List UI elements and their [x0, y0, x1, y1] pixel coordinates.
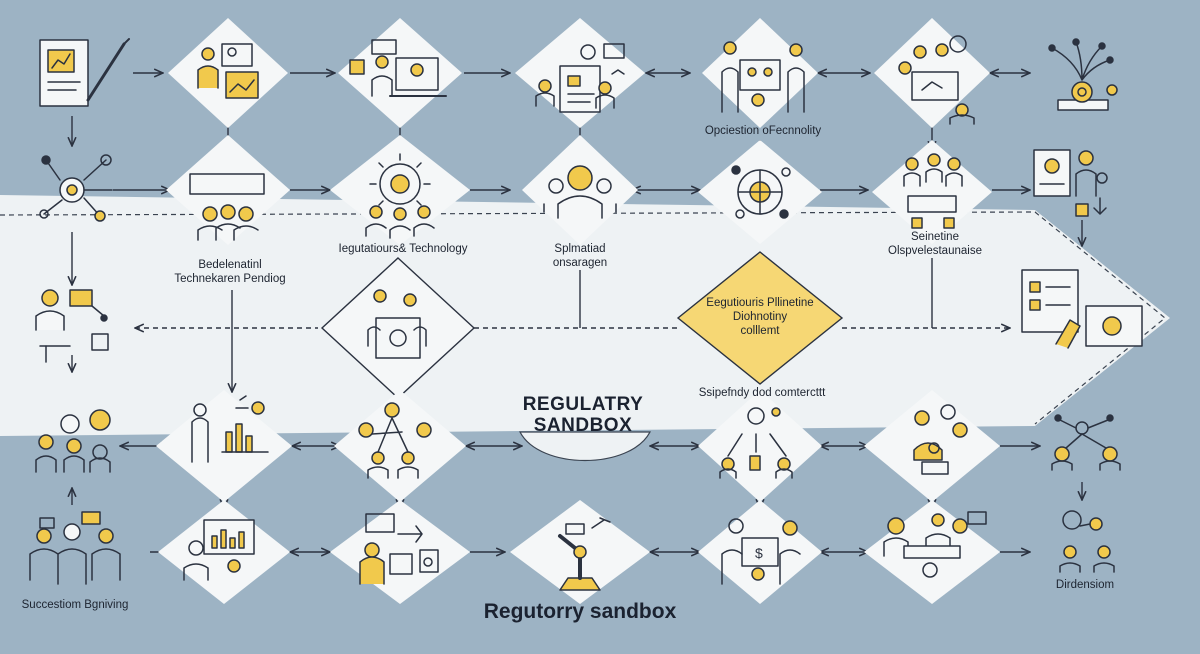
center-title-line-1: REGULATRY — [522, 394, 644, 415]
manager-team-icon — [35, 289, 109, 363]
top-right-caption: Opciestion oFecnnolity — [704, 125, 822, 137]
content-caption: Ssipefndy dod comtercttt — [698, 387, 826, 399]
document-chart-icon — [535, 43, 625, 113]
team-desk-icon — [898, 35, 975, 125]
team-board-icon — [189, 173, 265, 241]
document-screen-icon — [1021, 269, 1143, 349]
highlight-line-2: Diohnotiny — [732, 311, 788, 323]
seinetine-label: Seinetine Olspvelestaunaise — [860, 230, 1010, 258]
profile-document-icon — [1033, 149, 1108, 217]
analytics-screen-icon — [183, 519, 255, 581]
bottom-title: Regutorry sandbox — [483, 600, 677, 623]
meeting-desk-icon — [913, 404, 968, 475]
seinetine-line-2: Olspvelestaunaise — [888, 245, 982, 257]
money-screen-icon: $ — [721, 518, 801, 585]
split-onsargen-line-1: Splmatiad — [554, 243, 606, 255]
svg-text:$: $ — [755, 545, 763, 561]
tile-r4-c2 — [156, 390, 292, 502]
tile-r5-c3 — [330, 500, 470, 604]
bedelenatinl-line-1: Bedelenatinl — [198, 259, 262, 271]
bedelenatinl-label: Bedelenatinl Technekaren Pendiog — [150, 258, 310, 286]
highlight-line-3: colllemt — [740, 325, 780, 337]
seinetine-line-1: Seinetine — [911, 231, 959, 243]
split-onsargen-line-2: onsaragen — [552, 257, 608, 269]
team-meeting-icon — [721, 41, 805, 113]
connection-people-icon — [1059, 510, 1115, 573]
lamp-network-icon — [1048, 38, 1118, 111]
people-tree-icon — [719, 407, 793, 479]
gear-team-icon — [365, 153, 435, 239]
ideas-network-icon — [358, 402, 432, 479]
globe-cycle-icon — [731, 165, 791, 219]
highlight-tile — [676, 251, 844, 385]
sandbox-band — [0, 195, 1170, 436]
group-center-icon — [543, 165, 617, 219]
report-pen-icon — [39, 38, 130, 107]
bedelenatinl-line-2: Technekaren Pendiog — [174, 273, 286, 285]
center-title-line-2: SANDBOX — [533, 415, 633, 436]
manager-desk-icon — [903, 153, 963, 229]
sandbox-band-border — [0, 211, 1166, 425]
sandbox-cup-shape — [519, 431, 651, 462]
tile-r4-c3 — [334, 390, 466, 502]
worker-presentation-icon — [197, 43, 259, 99]
workshop-team-icon — [883, 511, 987, 578]
center-title: REGULATRY SANDBOX — [498, 394, 668, 436]
highlight-line-1: Eegutiouris Pllinetine — [706, 297, 814, 309]
analyst-chart-icon — [191, 395, 269, 463]
highlight-label: Eegutiouris Pllinetine Diohnotiny collle… — [686, 296, 834, 338]
group-presentation-icon — [367, 289, 427, 359]
tile-r2-c6 — [872, 140, 992, 244]
laptop-people-icon — [349, 39, 447, 97]
people-speech-icon — [35, 409, 111, 473]
reg-tech-label: Iegutatiours& Technology — [338, 243, 468, 255]
split-onsargen-label: Splmatiad onsaragen — [510, 242, 650, 270]
bottom-left-caption: Succestiom Bgniving — [21, 599, 129, 611]
network-dots-icon — [1051, 414, 1121, 471]
speech-group-icon — [29, 511, 121, 585]
delivery-worker-icon — [359, 513, 439, 585]
bottom-right-caption: Dirdensiom — [1055, 579, 1115, 591]
network-nodes-icon — [39, 154, 113, 222]
robot-arm-icon — [558, 517, 611, 591]
tile-r4-c5 — [698, 390, 822, 502]
